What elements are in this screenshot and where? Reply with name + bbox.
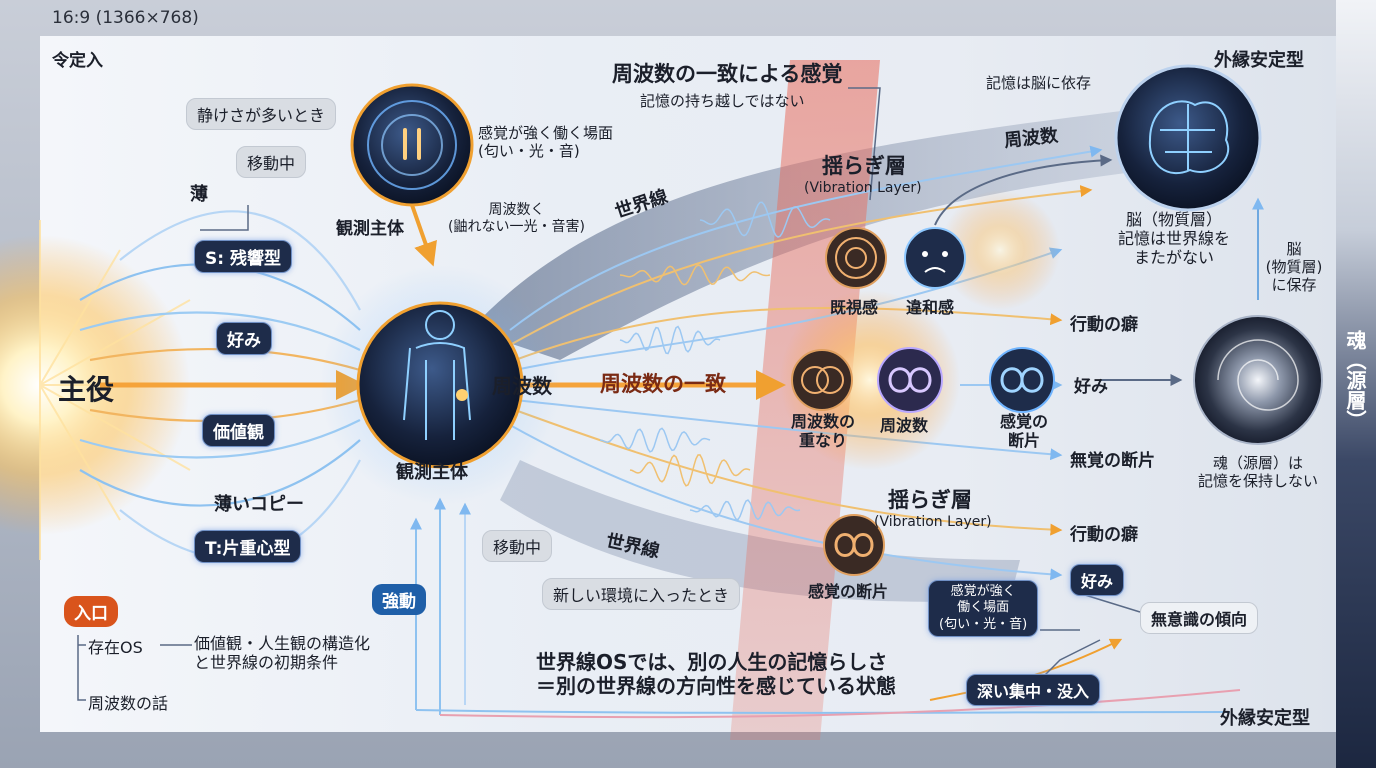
- new-environment-label: 新しい環境に入ったとき: [542, 578, 741, 610]
- vibration-layer-bottom-title: 揺らぎ層: [888, 488, 972, 512]
- corner-top-left: 令定入: [52, 51, 103, 71]
- moving-label-top: 移動中: [236, 146, 307, 178]
- observer-top-orb: [350, 83, 474, 207]
- protagonist-label: 主役: [58, 373, 115, 406]
- thin-copy-label: 薄いコピー: [214, 494, 304, 515]
- discomfort-label: 違和感: [906, 298, 955, 317]
- s-type-label: S: 残響型: [194, 240, 292, 273]
- waveform-3: [599, 427, 711, 453]
- vibration-layer-top-title: 揺らぎ層: [822, 154, 906, 178]
- frequency-center-label: 周波数: [492, 374, 552, 398]
- worried-face-icon: [904, 227, 966, 289]
- waveform-4: [629, 454, 751, 487]
- connector-lines: [77, 87, 1141, 701]
- waveforms: [599, 201, 831, 521]
- legend-freq-talk: 周波数の話: [88, 694, 169, 713]
- overlap-circles-icon: [791, 349, 853, 411]
- format-label: 16:9 (1366×768): [52, 8, 199, 28]
- waveform-0: [699, 201, 831, 238]
- brain-caption: 脳（物質層） 記憶は世界線を またがない: [1117, 210, 1230, 268]
- strong-label: 強動: [372, 584, 426, 615]
- legend-os-desc: 価値観・人生観の構造化 と世界線の初期条件: [194, 634, 371, 673]
- observer-figure-icon: [403, 310, 471, 440]
- habit-top-label: 行動の癖: [1070, 315, 1138, 335]
- freq-overlap-label: 周波数の 重なり: [790, 412, 855, 451]
- observer-center-orb: [356, 301, 524, 469]
- sense-caption-top: 感覚が強く働く場面 (匂い・光・音): [478, 124, 614, 160]
- preference-bottom-label: 好み: [1070, 564, 1125, 596]
- legend-os-item: 存在OS: [88, 638, 143, 657]
- diagram-subtitle: 記憶の持ち越しではない: [640, 92, 805, 110]
- no-sense-fragment-label: 無覚の断片: [1070, 451, 1155, 471]
- observer-top-label: 観測主体: [336, 219, 404, 239]
- deep-focus-label: 深い集中・没入: [966, 674, 1101, 706]
- infinity-icon: [877, 347, 943, 413]
- deja-vu-label: 既視感: [830, 298, 879, 317]
- corner-top-right: 外縁安定型: [1214, 50, 1304, 71]
- soul-vertical-label: 魂（源層）: [1343, 330, 1367, 430]
- soul-vortex-icon: [1193, 315, 1323, 445]
- freq-caption-top: 周波数く (鼬れない一光・音害): [448, 202, 585, 235]
- infinity-icon-bottom: [823, 514, 885, 576]
- preference-label-left: 好み: [216, 322, 272, 355]
- sense-fragment-label: 感覚の 断片: [999, 412, 1048, 451]
- listening-icon: [403, 128, 421, 160]
- waveform-1: [619, 264, 771, 286]
- brain-store-label: 脳 (物質層) に保存: [1265, 240, 1323, 294]
- vibration-layer-top-sub: (Vibration Layer): [804, 180, 922, 196]
- sense-fragment-bottom-label: 感覚の断片: [808, 582, 889, 601]
- world-line-band-lower: [500, 460, 1020, 602]
- preference-top-label: 好み: [1074, 377, 1108, 397]
- sense-box: 感覚が強く 働く場面 (匂い・光・音): [928, 580, 1039, 637]
- infinity-icon-blue: [989, 347, 1055, 413]
- bottom-statement: 世界線OSでは、別の人生の記憶らしさ ＝別の世界線の方向性を感じている状態: [536, 650, 896, 698]
- habit-bottom-label: 行動の癖: [1070, 525, 1138, 545]
- memory-brain-label: 記憶は脳に依存: [986, 74, 1092, 92]
- vibration-layer-bottom-sub: (Vibration Layer): [874, 514, 992, 530]
- thin-label: 薄: [190, 184, 208, 205]
- ripple-icon: [825, 227, 887, 289]
- brain-icon: [1148, 100, 1230, 175]
- waveform-5: [689, 499, 801, 521]
- waveform-2: [619, 325, 721, 355]
- right-side-band: [1336, 0, 1376, 768]
- entry-badge: 入口: [64, 596, 118, 627]
- soul-caption: 魂（源層）は 記憶を保持しない: [1197, 454, 1318, 490]
- frequency-node-label: 周波数: [880, 416, 929, 435]
- moving-label-center: 移動中: [482, 530, 553, 562]
- t-type-label: T:片重心型: [194, 530, 302, 563]
- diagram-title: 周波数の一致による感覚: [612, 62, 843, 86]
- values-label: 価値観: [202, 414, 275, 447]
- observer-center-label: 観測主体: [396, 462, 468, 483]
- freq-match-label: 周波数の一致: [600, 372, 726, 396]
- quiet-label: 静けさが多いとき: [186, 98, 337, 130]
- corner-bottom-right: 外縁安定型: [1220, 708, 1310, 729]
- unconscious-tendency-label: 無意識の傾向: [1140, 602, 1259, 634]
